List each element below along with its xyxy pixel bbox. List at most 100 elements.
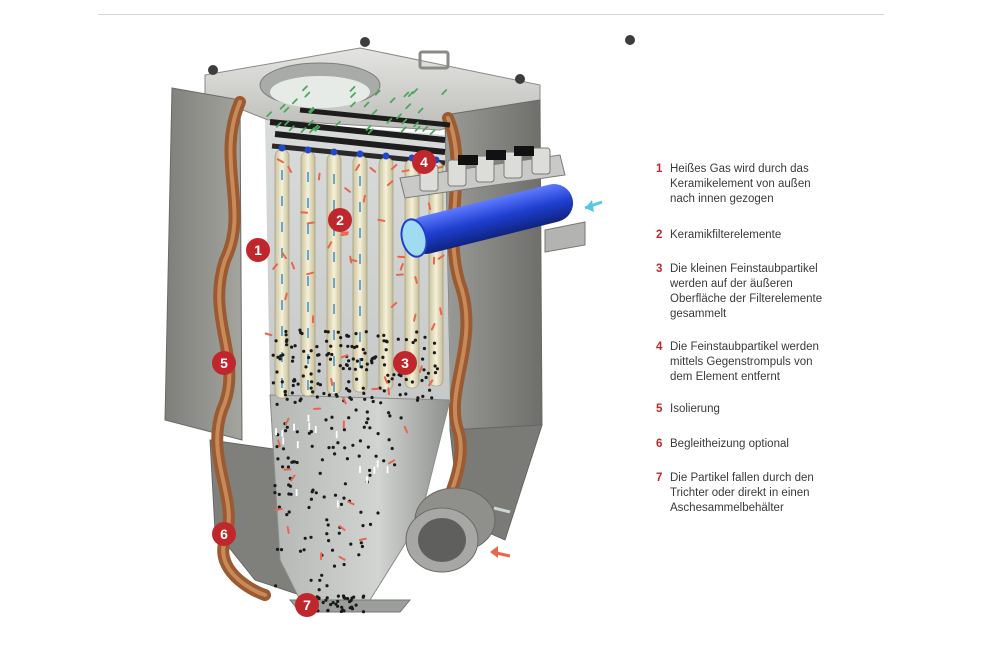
dust-particle (285, 338, 289, 342)
hot-gas-arrow (330, 378, 334, 386)
svg-text:5: 5 (220, 355, 228, 371)
dust-particle (346, 388, 351, 393)
dust-particle (276, 355, 280, 359)
dust-particle (329, 603, 333, 607)
clean-gas-arrow (363, 101, 370, 108)
dust-particle (361, 524, 365, 528)
dust-particle (359, 541, 363, 545)
dust-particle (309, 372, 313, 376)
dust-particle (331, 445, 335, 449)
clean-gas-arrow (400, 126, 407, 133)
insulation-left (211, 96, 271, 601)
dust-particle (347, 380, 351, 384)
dust-particle (376, 334, 380, 338)
dust-particle (317, 362, 322, 366)
legend-number: 6 (656, 438, 663, 450)
dust-particle (327, 351, 331, 356)
dust-particle (298, 549, 303, 553)
legend-number: 2 (656, 229, 663, 241)
dust-particle (283, 393, 288, 397)
dust-particle (302, 349, 306, 353)
dust-particle (361, 610, 366, 614)
hot-gas-arrow (437, 254, 445, 260)
dust-particle (360, 357, 364, 362)
legend-number: 5 (656, 403, 663, 415)
dust-particle (317, 369, 321, 373)
dust-particle (392, 373, 396, 377)
dust-particle (324, 598, 328, 602)
dust-particle (347, 359, 351, 363)
dust-particle (416, 396, 420, 400)
dust-particle (354, 408, 358, 412)
hot-gas-arrow (290, 474, 296, 482)
dust-particle (370, 395, 374, 400)
dust-particle (276, 457, 280, 461)
dust-particle (290, 460, 294, 464)
dust-particle (361, 386, 365, 390)
dust-particle (346, 344, 350, 348)
marker-6: 6 (212, 522, 236, 546)
dust-particle (382, 333, 386, 337)
marker-7: 7 (295, 593, 319, 617)
hot-gas-arrow (369, 166, 377, 173)
hot-gas-arrow (403, 425, 408, 434)
dust-particle (365, 410, 369, 414)
hopper (269, 394, 451, 601)
dust-particle (421, 357, 425, 361)
dust-particle (344, 363, 349, 367)
hot-gas-arrow (284, 417, 290, 425)
clean-gas-arrow (429, 129, 436, 136)
clean-gas-arrow (405, 103, 412, 110)
dust-particle (274, 584, 278, 588)
dust-particle (396, 337, 400, 341)
dust-particle (274, 339, 278, 343)
legend-item-7: 7 Die Partikel fallen durch den Trichter… (656, 471, 860, 516)
clean-gas-arrow (401, 118, 408, 125)
gas-flow-arrows (264, 85, 448, 561)
dust-particle (339, 502, 344, 506)
legend-text: Die kleinen Feinstaubpartikel werden auf… (670, 263, 823, 320)
dust-particle (311, 390, 315, 394)
dust-particle (310, 490, 314, 494)
dust-particle (379, 401, 383, 405)
hot-gas-arrow (277, 439, 281, 448)
dust-particle (353, 367, 357, 371)
filter-tube (428, 161, 444, 387)
dust-particle (295, 460, 299, 465)
clean-gas-arrow (371, 109, 378, 116)
dust-particle (376, 432, 380, 436)
dust-particle (281, 465, 285, 469)
tube-nozzle (356, 150, 364, 158)
dust-particle (338, 364, 342, 368)
svg-text:4: 4 (420, 154, 428, 170)
hot-gas-arrow (388, 459, 396, 465)
marker-5a: 5 (212, 351, 236, 375)
dust-particle (327, 446, 331, 450)
legend-number: 3 (656, 263, 663, 275)
dust-particle (364, 330, 368, 334)
dust-particle (365, 362, 369, 366)
dust-particle (286, 465, 290, 469)
dust-particle (349, 542, 353, 546)
dust-particle (325, 532, 329, 536)
dust-particle (277, 492, 281, 496)
dust-particle (399, 416, 403, 420)
dust-particle (360, 365, 364, 369)
dust-particle (334, 393, 338, 397)
dust-particle (271, 353, 275, 357)
dust-particle (279, 548, 284, 552)
hot-gas-arrow (284, 292, 288, 301)
dust-particle (342, 428, 346, 432)
dust-particle (365, 368, 369, 372)
hot-gas-arrow (355, 163, 361, 171)
hot-gas-arrow (414, 276, 418, 284)
dust-particle (330, 426, 334, 430)
dust-particle (325, 596, 329, 600)
legend-item-5: 5 Isolierung (656, 402, 860, 417)
dust-particle (298, 399, 302, 403)
hot-gas-arrow (340, 233, 349, 237)
clean-gas-arrow (407, 91, 414, 97)
tube-nozzle (304, 146, 312, 154)
hot-gas-arrow (306, 221, 315, 225)
dust-particle (387, 411, 391, 415)
